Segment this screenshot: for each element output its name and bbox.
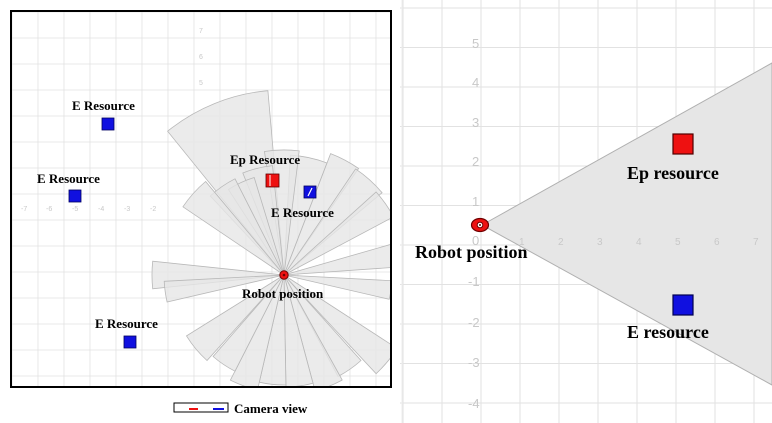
left-y-tick: 6 <box>199 54 203 61</box>
e-resource-marker <box>68 189 82 203</box>
camera-view-wedge <box>283 168 383 276</box>
right-x-ticks: 1 2 3 4 5 6 7 <box>519 237 759 248</box>
left-y-tick: 5 <box>199 80 203 87</box>
right-y-tick: 1 <box>472 194 479 209</box>
camera-view-cone <box>480 62 772 386</box>
camera-view-wedge <box>182 180 285 276</box>
ep-resource-label: Ep Resource <box>230 152 300 167</box>
robot-position-label: Robot position <box>415 242 528 262</box>
left-x-tick: -6 <box>46 206 52 213</box>
right-y-tick: -1 <box>468 274 480 289</box>
right-panel: 5 4 3 2 1 0 -1 -2 -3 -4 1 2 3 4 5 6 7 Ep <box>400 0 772 423</box>
robot-icon <box>279 270 289 280</box>
right-y-tick: -2 <box>468 315 480 330</box>
camera-view-wedge <box>283 274 314 386</box>
e-resource-marker <box>123 335 137 349</box>
camera-view-wedge <box>212 274 285 372</box>
left-x-tick: -3 <box>124 206 130 213</box>
camera-view-wedge <box>283 244 390 276</box>
legend: Camera view <box>173 401 308 416</box>
left-camera-views <box>151 90 390 386</box>
right-y-tick: 0 <box>472 233 479 248</box>
e-resource-marker-stroke <box>307 187 313 197</box>
right-y-tick: -3 <box>468 355 480 370</box>
camera-view-wedge <box>283 153 360 276</box>
e-resource-label: E Resource <box>271 205 334 220</box>
left-y-ticks: 7 6 5 <box>199 28 203 87</box>
right-x-tick: 1 <box>519 237 525 248</box>
e-resource-marker <box>672 294 694 316</box>
left-x-ticks: -7 -6 -5 -4 -3 -2 <box>21 206 156 213</box>
robot-position-label: Robot position <box>242 286 324 301</box>
left-x-tick: -2 <box>150 206 156 213</box>
right-x-tick: 2 <box>558 237 564 248</box>
ep-resource-marker <box>265 173 280 188</box>
ep-resource-label: Ep resource <box>627 163 719 183</box>
left-x-tick: -7 <box>21 206 27 213</box>
e-resource-label: E resource <box>627 322 709 342</box>
left-panel-frame <box>10 10 392 388</box>
camera-view-wedge <box>283 274 390 300</box>
e-resource-label: E Resource <box>95 316 158 331</box>
right-y-tick: 4 <box>472 75 479 90</box>
right-x-tick: 6 <box>714 237 720 248</box>
right-x-tick: 5 <box>675 237 681 248</box>
camera-view-wedge <box>163 274 285 303</box>
right-y-tick: -4 <box>468 396 480 411</box>
right-y-tick: 5 <box>472 36 479 51</box>
e-resource-label: E Resource <box>37 171 100 186</box>
right-y-ticks: 5 4 3 2 1 0 -1 -2 -3 -4 <box>468 36 480 411</box>
right-x-tick: 4 <box>636 237 642 248</box>
right-y-tick: 2 <box>472 154 479 169</box>
left-x-tick: -5 <box>72 206 78 213</box>
camera-view-wedge <box>283 274 390 375</box>
ep-resource-marker <box>672 133 694 155</box>
camera-view-wedge <box>229 274 285 386</box>
left-y-tick: 7 <box>199 28 203 35</box>
left-panel: -7 -6 -5 -4 -3 -2 7 6 5 E Resource E Res… <box>10 10 392 388</box>
camera-view-wedge <box>283 191 390 276</box>
legend-label: Camera view <box>234 401 308 416</box>
e-resource-label: E Resource <box>72 98 135 113</box>
robot-icon <box>470 217 490 233</box>
right-x-tick: 7 <box>753 237 759 248</box>
right-x-tick: 3 <box>597 237 603 248</box>
camera-view-wedge <box>283 274 343 386</box>
right-y-tick: 3 <box>472 115 479 130</box>
e-resource-marker <box>101 117 115 131</box>
left-x-tick: -4 <box>98 206 104 213</box>
camera-view-wedge <box>185 274 285 362</box>
legend-swatch <box>173 402 229 413</box>
